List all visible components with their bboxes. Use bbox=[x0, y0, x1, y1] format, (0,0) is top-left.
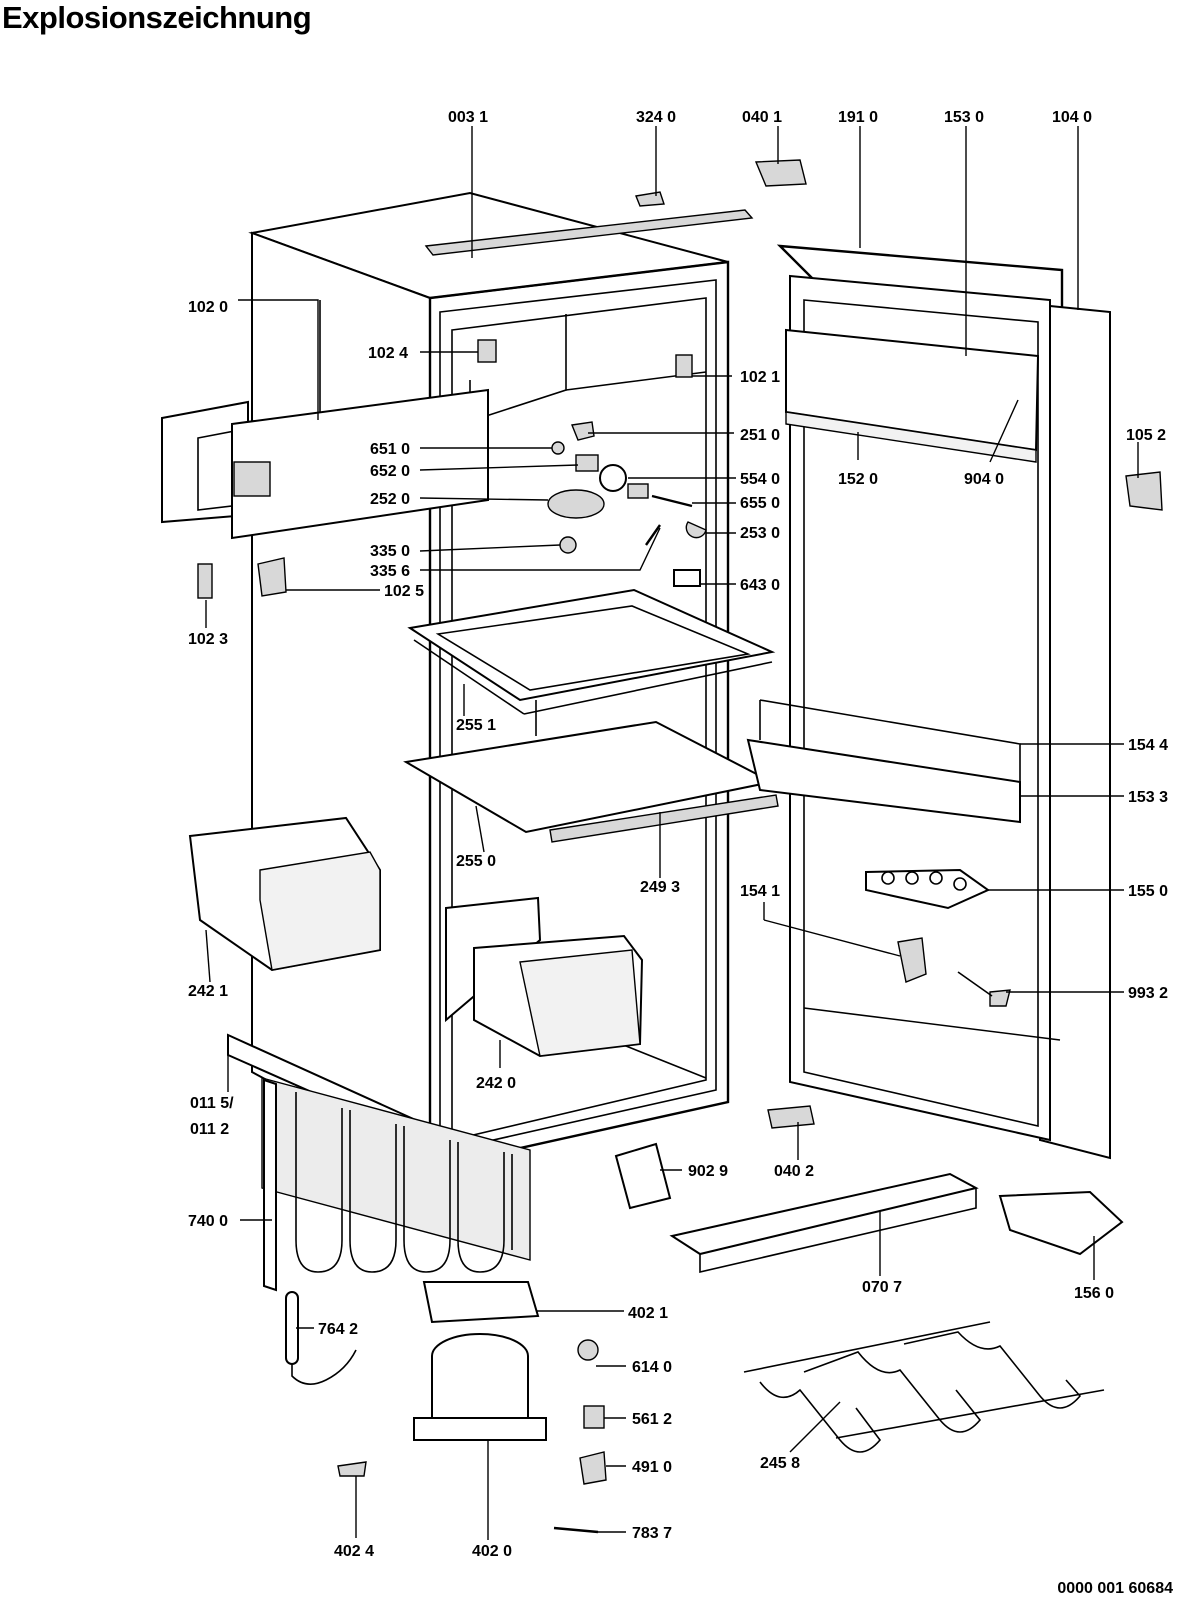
part-label-335-6: 335 6 bbox=[370, 563, 410, 580]
part-label-253-0: 253 0 bbox=[740, 525, 780, 542]
part-label-249-3: 249 3 bbox=[640, 879, 680, 896]
machine-parts bbox=[263, 1078, 1124, 1534]
part-labels: 003 1 324 0 040 1 191 0 153 0 104 0 102 … bbox=[188, 109, 1168, 1560]
part-label-252-0: 252 0 bbox=[370, 491, 410, 508]
part-label-740-0: 740 0 bbox=[188, 1213, 228, 1230]
part-label-255-0: 255 0 bbox=[456, 853, 496, 870]
part-label-104-0: 104 0 bbox=[1052, 109, 1092, 126]
part-label-003-1: 003 1 bbox=[448, 109, 488, 126]
part-label-156-0: 156 0 bbox=[1074, 1285, 1114, 1302]
part-label-245-8: 245 8 bbox=[760, 1455, 800, 1472]
evaporator-door bbox=[161, 380, 489, 540]
part-label-011-2: 011 2 bbox=[190, 1121, 229, 1138]
part-label-902-9: 902 9 bbox=[688, 1163, 728, 1180]
thermostat-parts bbox=[197, 339, 707, 599]
part-label-904-0: 904 0 bbox=[964, 471, 1004, 488]
part-label-402-4: 402 4 bbox=[334, 1543, 374, 1560]
part-label-554-0: 554 0 bbox=[740, 471, 780, 488]
part-label-011-5: 011 5/ bbox=[190, 1095, 234, 1112]
part-label-652-0: 652 0 bbox=[370, 463, 410, 480]
crisper-drawers bbox=[188, 816, 644, 1058]
part-label-764-2: 764 2 bbox=[318, 1321, 358, 1338]
part-label-335-0: 335 0 bbox=[370, 543, 410, 560]
part-label-102-1: 102 1 bbox=[740, 369, 780, 386]
part-label-614-0: 614 0 bbox=[632, 1359, 672, 1376]
shelves bbox=[403, 588, 779, 843]
part-label-102-5: 102 5 bbox=[384, 583, 424, 600]
refrigerator-door bbox=[635, 159, 1163, 1160]
part-label-993-2: 993 2 bbox=[1128, 985, 1168, 1002]
part-label-242-1: 242 1 bbox=[188, 983, 228, 1000]
part-label-643-0: 643 0 bbox=[740, 577, 780, 594]
part-label-153-3: 153 3 bbox=[1128, 789, 1168, 806]
part-label-040-2: 040 2 bbox=[774, 1163, 814, 1180]
part-label-251-0: 251 0 bbox=[740, 427, 780, 444]
part-label-491-0: 491 0 bbox=[632, 1459, 672, 1476]
part-label-155-0: 155 0 bbox=[1128, 883, 1168, 900]
page-title: Explosionszeichnung bbox=[2, 0, 312, 35]
part-label-040-1: 040 1 bbox=[742, 109, 782, 126]
part-label-324-0: 324 0 bbox=[636, 109, 676, 126]
document-number: 0000 001 60684 bbox=[1057, 1580, 1173, 1597]
part-label-154-4: 154 4 bbox=[1128, 737, 1168, 754]
part-label-070-7: 070 7 bbox=[862, 1279, 902, 1296]
part-label-655-0: 655 0 bbox=[740, 495, 780, 512]
part-label-402-1: 402 1 bbox=[628, 1305, 668, 1322]
part-label-255-1: 255 1 bbox=[456, 717, 496, 734]
part-label-102-0: 102 0 bbox=[188, 299, 228, 316]
part-label-783-7: 783 7 bbox=[632, 1525, 672, 1542]
part-label-102-4: 102 4 bbox=[368, 345, 408, 362]
part-label-242-0: 242 0 bbox=[476, 1075, 516, 1092]
part-label-402-0: 402 0 bbox=[472, 1543, 512, 1560]
part-label-152-0: 152 0 bbox=[838, 471, 878, 488]
part-label-102-3: 102 3 bbox=[188, 631, 228, 648]
part-label-105-2: 105 2 bbox=[1126, 427, 1166, 444]
leader-lines bbox=[205, 126, 1139, 1540]
part-label-154-1: 154 1 bbox=[740, 883, 780, 900]
part-label-191-0: 191 0 bbox=[838, 109, 878, 126]
part-label-561-2: 561 2 bbox=[632, 1411, 672, 1428]
part-label-153-0: 153 0 bbox=[944, 109, 984, 126]
part-label-651-0: 651 0 bbox=[370, 441, 410, 458]
